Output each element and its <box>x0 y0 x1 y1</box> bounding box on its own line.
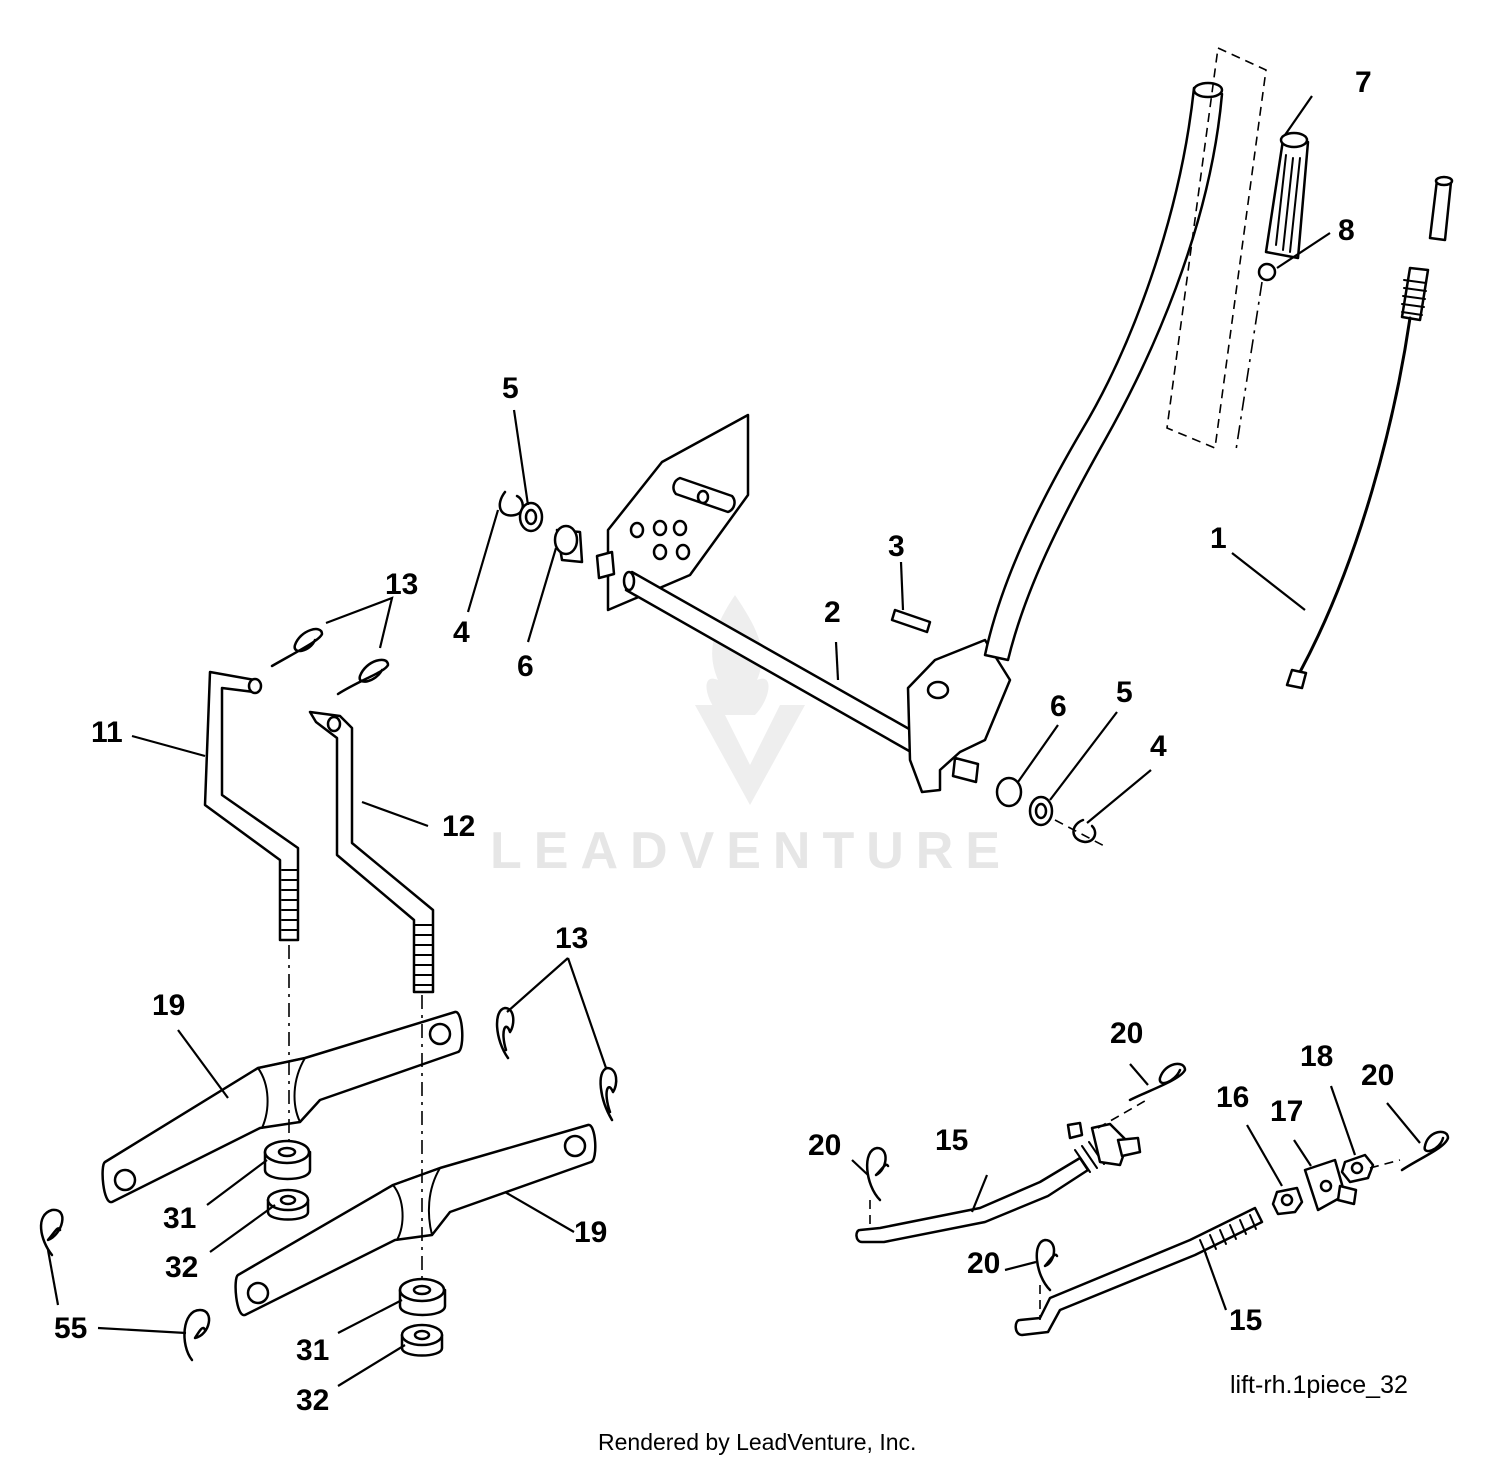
callout-19-upper: 19 <box>152 989 185 1022</box>
callout-20-c: 20 <box>808 1129 841 1162</box>
watermark: LEADVENTURE <box>490 595 1012 880</box>
handle-grip <box>1264 131 1310 260</box>
callout-32-lower: 32 <box>296 1384 329 1417</box>
callout-17: 17 <box>1270 1095 1303 1128</box>
hairpin-clip-left <box>498 490 524 517</box>
hairpin-clip-20 <box>1128 1062 1187 1102</box>
adjustment-rod-upper <box>855 1121 1142 1244</box>
leader-lines <box>46 95 1421 1387</box>
washer-right-hole <box>1034 802 1048 820</box>
centerline <box>1369 1159 1401 1169</box>
callout-13-upper: 13 <box>385 568 418 601</box>
drawing-code: lift-rh.1piece_32 <box>1230 1371 1408 1399</box>
bracket-hole <box>926 680 950 700</box>
nut-16 <box>1271 1186 1304 1216</box>
handle-bracket <box>906 638 1012 794</box>
callout-4-right: 4 <box>1150 730 1167 763</box>
callout-16: 16 <box>1216 1081 1249 1114</box>
plate-hole <box>675 543 691 561</box>
nut-lower <box>400 1323 444 1357</box>
spacer-upper <box>263 1139 312 1181</box>
hairpin-clip-20 <box>1400 1130 1450 1172</box>
arm-hole <box>428 1022 452 1046</box>
arm-hole <box>563 1134 587 1158</box>
callout-31-lower: 31 <box>296 1334 329 1367</box>
callout-19-lower: 19 <box>574 1216 607 1249</box>
callout-31-upper: 31 <box>163 1202 196 1235</box>
plate-hole <box>652 543 668 561</box>
hairpin-clip-20 <box>865 1146 890 1202</box>
callout-1: 1 <box>1210 522 1227 555</box>
plate-hole <box>696 489 710 505</box>
bushing-left-flange <box>553 524 579 556</box>
lift-shaft-end <box>622 570 636 592</box>
callout-18: 18 <box>1300 1040 1333 1073</box>
adjustment-rod-lower <box>1014 1206 1264 1337</box>
hairpin-clip-upper <box>270 627 324 668</box>
nut-18 <box>1340 1153 1375 1184</box>
link-end <box>326 715 342 733</box>
shaft-stub-right <box>951 756 980 784</box>
washer-left-hole <box>524 508 538 526</box>
shaft-stub-left <box>595 550 616 580</box>
callout-20-d: 20 <box>967 1247 1000 1280</box>
centerline <box>1097 1097 1151 1129</box>
watermark-text: LEADVENTURE <box>490 822 1012 880</box>
mounting-plate <box>606 413 750 612</box>
centerline <box>1054 819 1109 849</box>
lift-arm-upper <box>101 1010 464 1204</box>
hairpin-clip-lower <box>599 1066 618 1122</box>
callout-55: 55 <box>54 1312 87 1345</box>
callout-20-a: 20 <box>1110 1017 1143 1050</box>
nut-upper <box>266 1188 310 1221</box>
callout-20-b: 20 <box>1361 1059 1394 1092</box>
callout-5-right: 5 <box>1116 676 1133 709</box>
hairpin-clip-55 <box>39 1208 64 1257</box>
link-end <box>247 677 263 695</box>
plate-hole <box>629 521 645 539</box>
credit-line: Rendered by LeadVenture, Inc. <box>598 1429 916 1455</box>
bushing-right <box>995 776 1023 808</box>
callout-6-left: 6 <box>517 650 534 683</box>
callout-2: 2 <box>824 596 841 629</box>
callout-11: 11 <box>91 716 123 749</box>
callout-7: 7 <box>1355 66 1372 99</box>
handle-rod-end <box>1192 81 1224 99</box>
lift-arm-lower <box>234 1123 597 1317</box>
hairpin-clip-lower <box>495 1006 515 1060</box>
roll-pin <box>890 608 932 634</box>
hairpin-clip-55 <box>183 1308 211 1362</box>
grip-outline <box>1166 46 1267 450</box>
handle-rod <box>983 86 1224 662</box>
lift-link-right <box>308 710 435 994</box>
plate-hole <box>672 519 688 537</box>
callout-6-right: 6 <box>1050 690 1067 723</box>
callout-15-upper: 15 <box>935 1124 968 1157</box>
arm-hole <box>246 1281 270 1305</box>
spacer-lower <box>398 1277 447 1317</box>
callout-4-left: 4 <box>453 616 470 649</box>
hairpin-clip-upper <box>336 658 390 696</box>
centerline <box>1235 281 1263 451</box>
callouts: 7 8 1 2 3 5 4 6 6 5 4 13 11 12 13 19 19 … <box>54 66 1394 1417</box>
callout-5-left: 5 <box>502 372 519 405</box>
hairpin-clip-right <box>1072 818 1097 844</box>
arm-hole <box>113 1168 137 1192</box>
trunnion-17 <box>1303 1158 1358 1212</box>
watermark-v-icon <box>695 705 805 805</box>
callout-8: 8 <box>1338 214 1355 247</box>
adjustment-rod <box>1285 175 1454 690</box>
callout-12: 12 <box>442 810 475 843</box>
callout-32-upper: 32 <box>165 1251 198 1284</box>
callout-13-lower: 13 <box>555 922 588 955</box>
hairpin-clip-20 <box>1035 1238 1059 1292</box>
callout-15-lower: 15 <box>1229 1304 1262 1337</box>
plate-hole <box>652 519 668 537</box>
lift-shaft-assembly <box>595 81 1224 794</box>
grip-nut <box>1257 262 1277 282</box>
callout-3: 3 <box>888 530 905 563</box>
